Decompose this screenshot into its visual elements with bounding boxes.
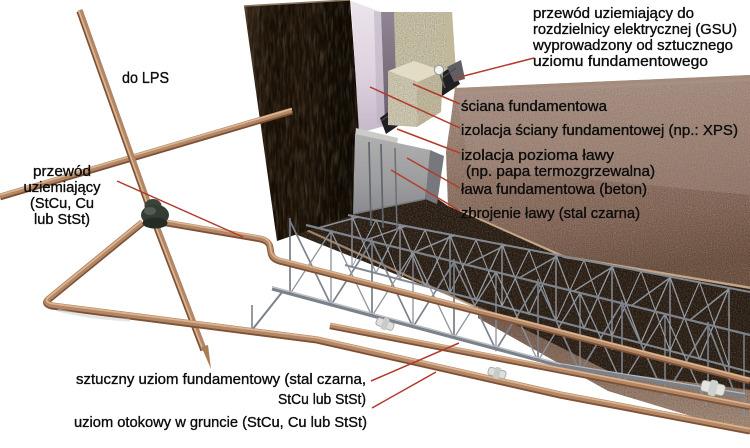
svg-text:lub StSt): lub StSt)	[34, 211, 90, 228]
svg-text:ściana fundamentowa: ściana fundamentowa	[461, 98, 608, 115]
svg-text:zbrojenie ławy (stal czarna): zbrojenie ławy (stal czarna)	[461, 205, 640, 222]
svg-text:(np. papa termozgrzewalna): (np. papa termozgrzewalna)	[466, 163, 655, 180]
svg-text:sztuczny uziom fundamentowy (s: sztuczny uziom fundamentowy (stal czarna…	[76, 371, 366, 388]
svg-text:izolacja ściany fundamentowej: izolacja ściany fundamentowej (np.: XPS)	[461, 122, 738, 139]
svg-text:uziemiający: uziemiający	[24, 179, 101, 196]
svg-text:rozdzielnicy elektrycznej (GSU: rozdzielnicy elektrycznej (GSU)	[533, 21, 737, 38]
svg-text:izolacja pozioma ławy: izolacja pozioma ławy	[461, 147, 615, 164]
svg-text:(StCu, Cu: (StCu, Cu	[30, 195, 94, 212]
svg-text:StCu lub StSt): StCu lub StSt)	[278, 391, 366, 408]
svg-text:ława fundamentowa (beton): ława fundamentowa (beton)	[461, 181, 647, 198]
svg-text:przewód uziemiający do: przewód uziemiający do	[533, 5, 694, 22]
svg-text:przewód: przewód	[33, 163, 91, 180]
svg-text:uziomu fundamentowego: uziomu fundamentowego	[533, 53, 708, 70]
svg-text:wyprowadzony od sztucznego: wyprowadzony od sztucznego	[532, 37, 733, 54]
svg-text:uziom otokowy w gruncie (StCu,: uziom otokowy w gruncie (StCu, Cu lub St…	[74, 414, 367, 431]
svg-text:do LPS: do LPS	[122, 70, 169, 87]
